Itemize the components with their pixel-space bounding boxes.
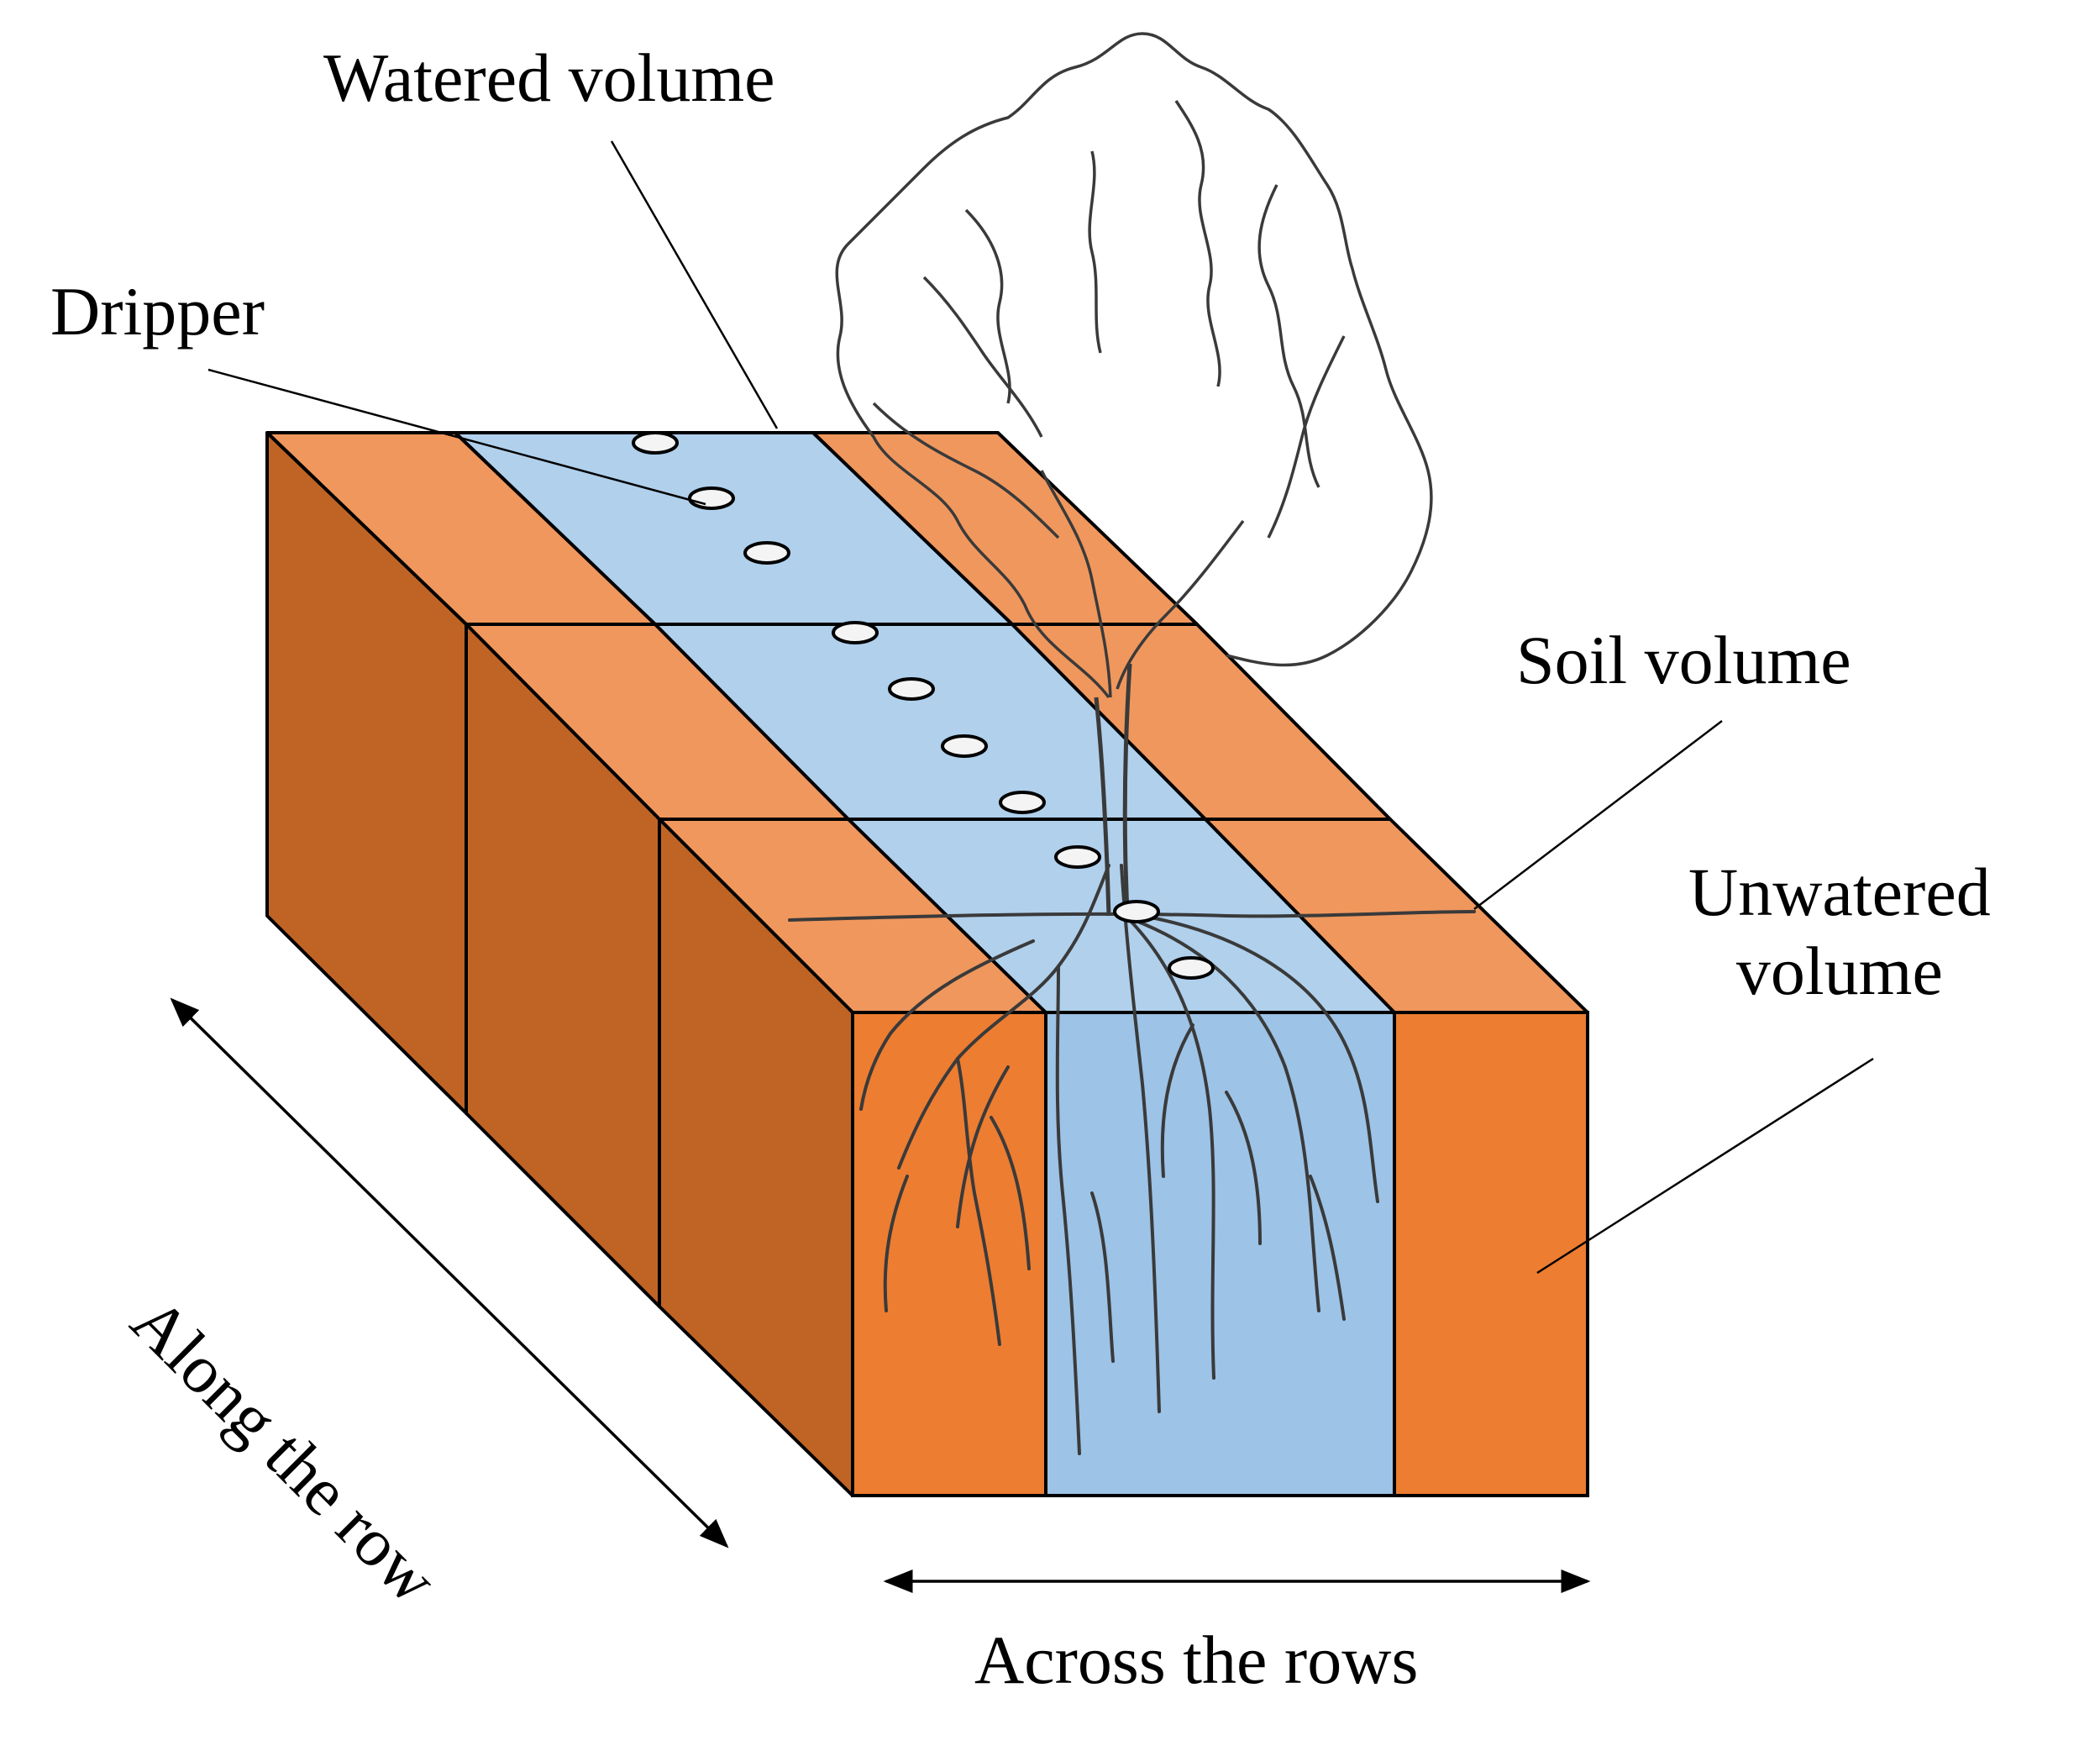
front-right-orange <box>1393 1011 1589 1497</box>
unwatered-label-line-2: volume <box>1735 933 1943 1010</box>
dripper-icon <box>1113 900 1160 923</box>
leader-dripper <box>207 368 706 506</box>
dripper-icon <box>1054 845 1101 869</box>
top-face-back <box>265 431 1199 626</box>
front-left-orange <box>851 1011 1047 1497</box>
arrow-along-the-row <box>170 997 729 1549</box>
dimension-arrows <box>170 997 1591 1593</box>
across-the-rows-label: Across the rows <box>974 1622 1419 1698</box>
dripper-icon <box>688 486 735 510</box>
root-system-icon <box>788 864 1476 1455</box>
leader-soil <box>1473 720 1723 910</box>
leader-lines <box>207 140 1874 1275</box>
dripper-icon <box>632 431 679 455</box>
front-face <box>851 1011 1589 1497</box>
dripper-icon <box>743 541 790 565</box>
dripper-icon <box>941 734 988 758</box>
dripper-icon <box>999 791 1046 814</box>
dripper-icon <box>832 621 879 644</box>
leader-unwatered <box>1536 1057 1874 1275</box>
watered-volume-label: Watered volume <box>323 39 775 116</box>
unwatered-label-line-1: Unwatered <box>1688 854 1991 930</box>
dripper-label: Dripper <box>50 273 265 350</box>
unwatered-volume-label: Unwatered volume <box>1688 853 1991 1012</box>
dripper-row <box>632 431 1215 980</box>
tree-trunk-icon <box>1094 663 1132 917</box>
leader-watered <box>610 140 779 429</box>
dripper-icon <box>888 677 935 701</box>
top-face-middle <box>465 623 1392 821</box>
front-blue <box>1044 1011 1396 1497</box>
soil-volume-label: Soil volume <box>1516 622 1851 698</box>
tree-canopy-icon <box>835 32 1433 699</box>
dripper-icon <box>1168 956 1215 980</box>
